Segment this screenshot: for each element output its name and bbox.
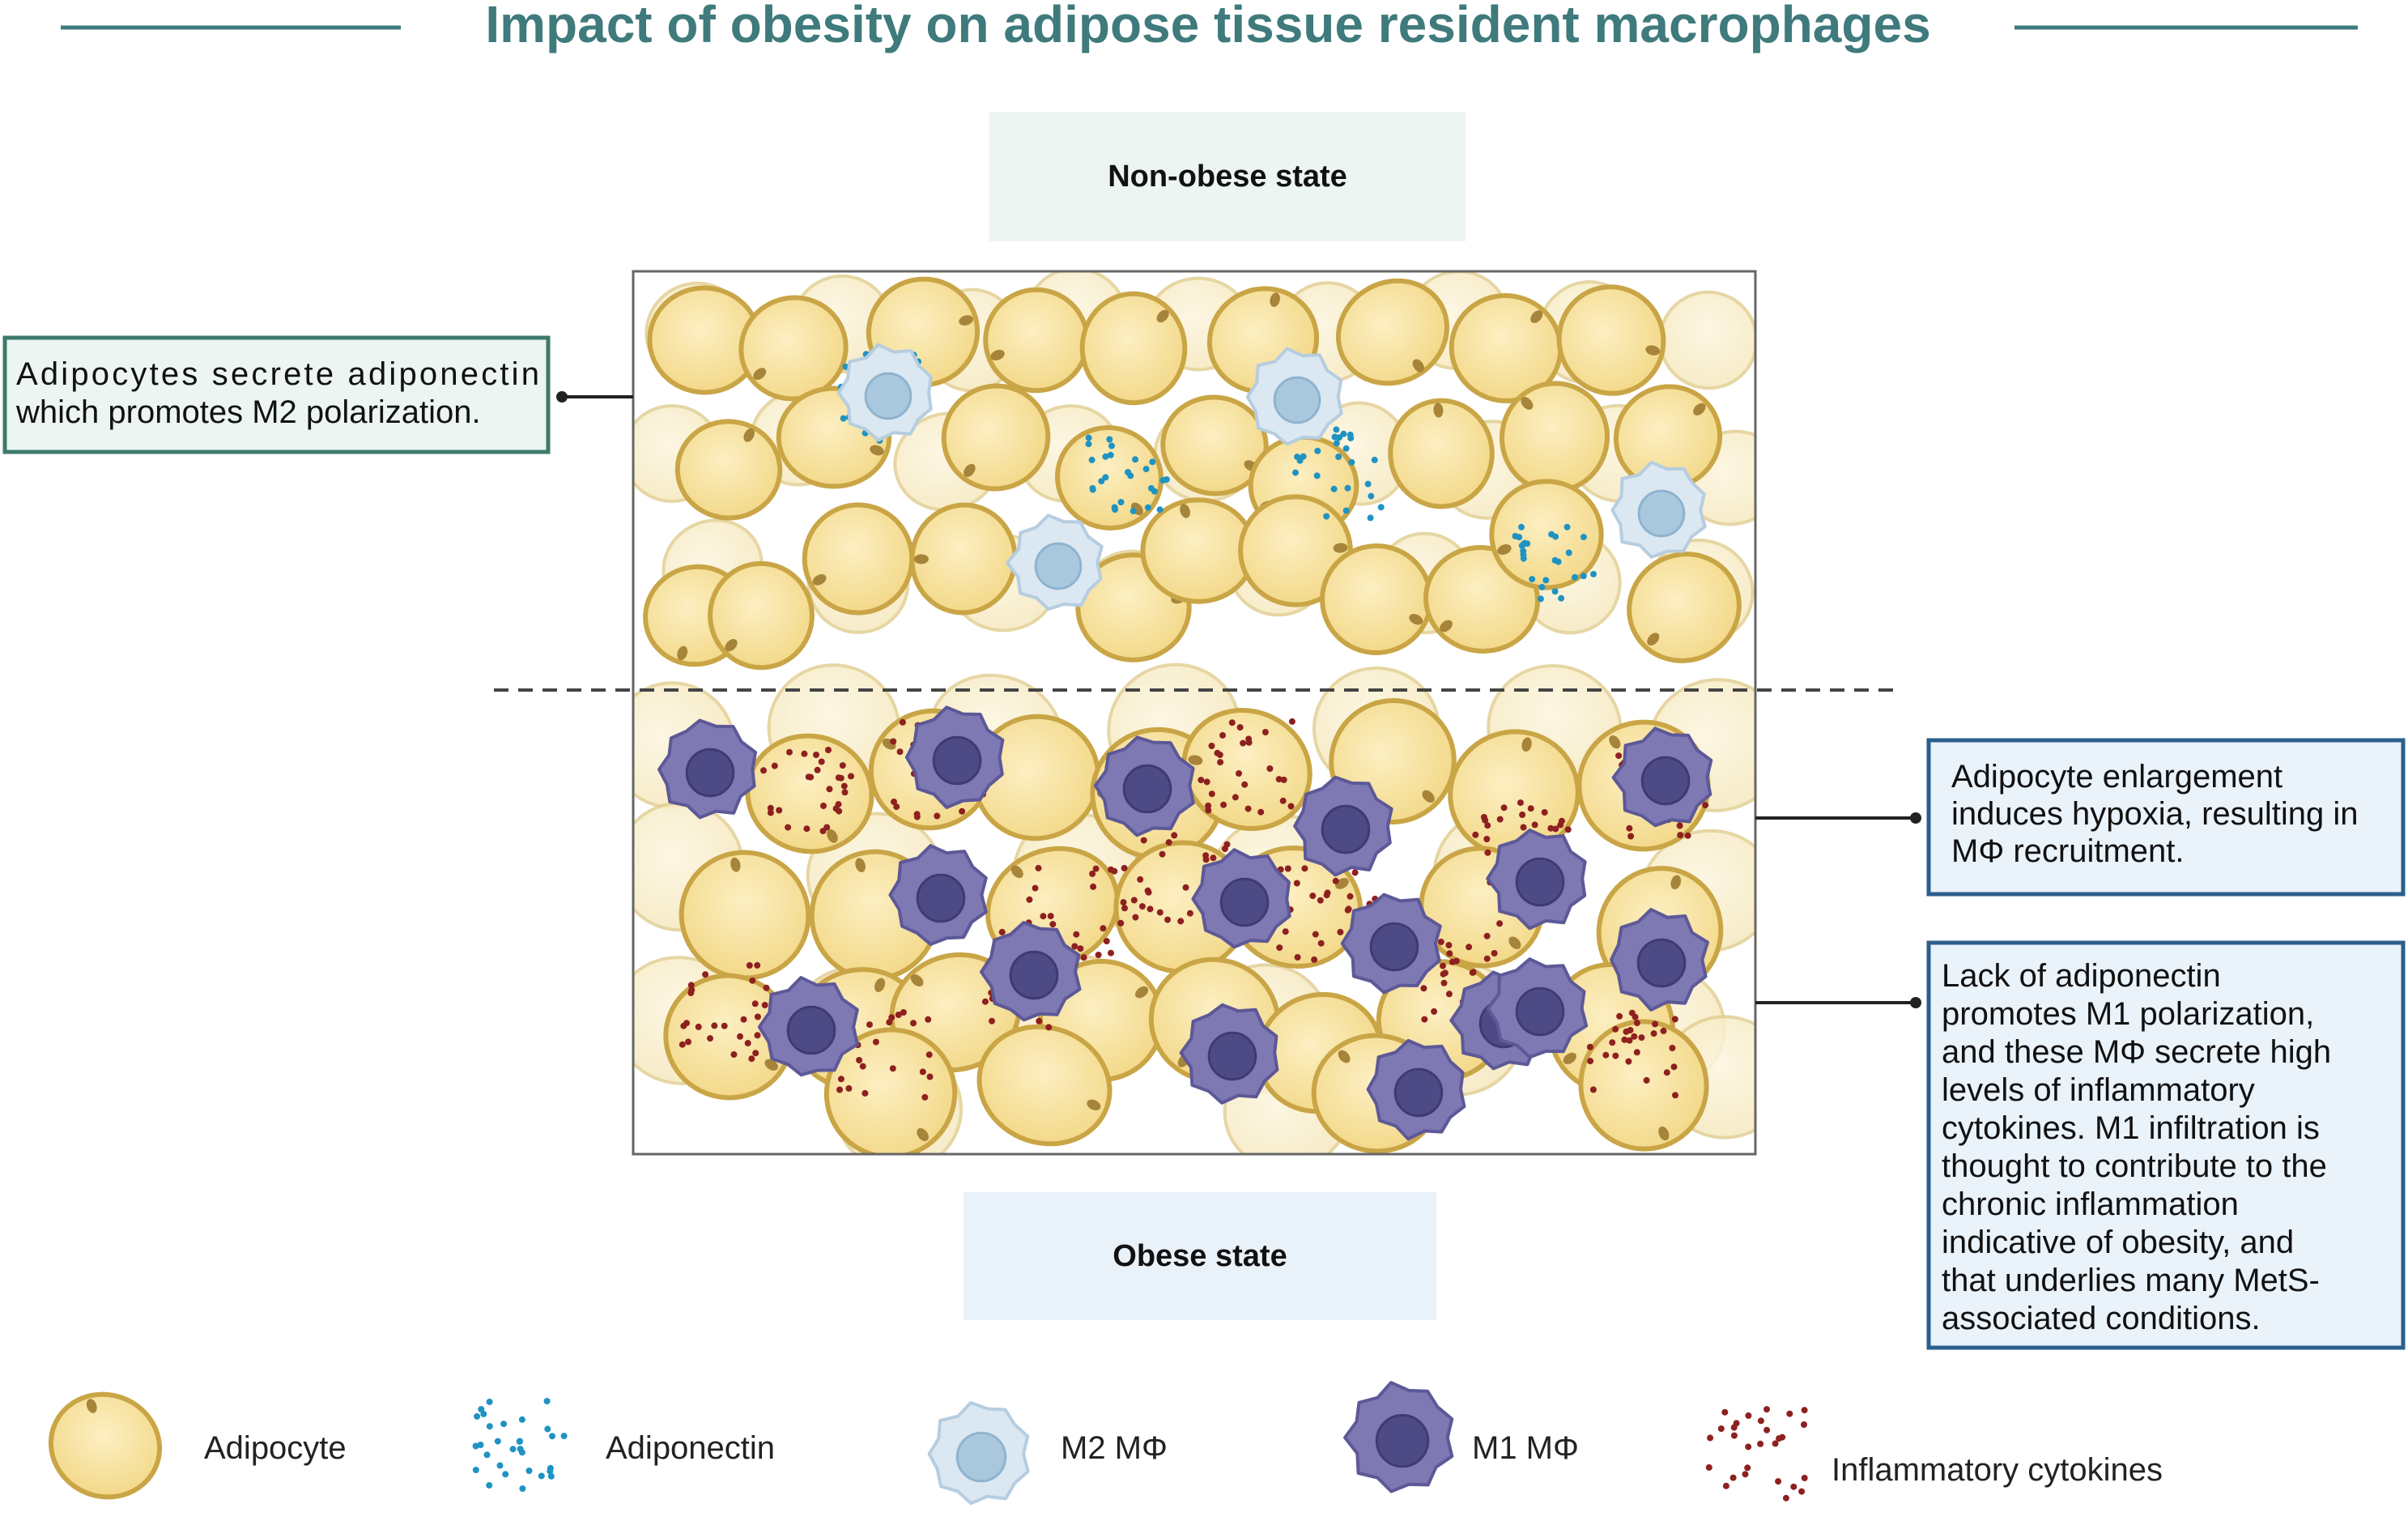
left-callout-line-1: Adipocytes secrete adiponectin <box>16 356 539 392</box>
legend-adiponectin-label: Adiponectin <box>606 1430 775 1466</box>
m1-macrophage <box>1486 829 1587 931</box>
adipocyte-cell <box>1449 292 1563 404</box>
legend-m1-icon <box>1343 1381 1454 1493</box>
legend-m1-label: M1 MΦ <box>1472 1430 1579 1466</box>
m2-macrophage <box>927 1400 1030 1506</box>
adipocyte-cell <box>674 419 783 521</box>
legend-adipocyte-icon <box>48 1391 163 1500</box>
tissue-panel <box>632 270 1757 1156</box>
adipocyte-cell <box>1079 291 1188 406</box>
cytokine-cluster <box>1198 718 1295 816</box>
right-bottom-line-2: promotes M1 polarization, <box>1942 996 2314 1032</box>
adipocyte-cell <box>48 1391 163 1500</box>
adipocyte-cell <box>976 1024 1113 1147</box>
non-obese-label: Non-obese state <box>1108 160 1347 194</box>
legend-adiponectin-icon <box>472 1398 568 1492</box>
cytokine-cluster <box>1586 1009 1678 1099</box>
m1-macrophage <box>1343 1381 1454 1493</box>
right-bottom-line-3: and these MΦ secrete high <box>1942 1034 2331 1070</box>
adipocyte-cell <box>679 850 811 981</box>
left-callout-dot <box>556 391 568 403</box>
right-bottom-line-9: that underlies many MetS- <box>1942 1263 2320 1298</box>
m2-macrophage <box>836 343 933 442</box>
legend-cytokines-icon <box>1705 1406 1808 1502</box>
adiponectin-cluster <box>1512 523 1597 603</box>
adipocyte-cell <box>1658 290 1755 390</box>
m1-macrophage <box>657 718 757 820</box>
cytokine-cluster <box>760 747 854 835</box>
right-top-dot <box>1910 812 1921 824</box>
adipocyte-cell <box>1489 479 1604 590</box>
adipocyte-cell <box>1627 552 1742 663</box>
m1-macrophage <box>888 844 988 946</box>
legend-adiponectin-dots <box>472 1398 568 1492</box>
m1-macrophage <box>1486 957 1589 1059</box>
obese-label: Obese state <box>1113 1239 1287 1273</box>
legend-cytokine-dots <box>1705 1406 1808 1502</box>
page-title: Impact of obesity on adipose tissue resi… <box>485 0 1930 53</box>
adipocyte-cell <box>1556 284 1666 396</box>
adipocyte-cell <box>802 502 915 616</box>
obese-label-box <box>964 1192 1436 1320</box>
adipocyte-cell <box>1054 425 1164 530</box>
m1-macrophage <box>980 921 1082 1022</box>
m1-macrophage <box>1191 848 1291 949</box>
legend-adipocyte-label: Adipocyte <box>204 1430 347 1466</box>
m1-macrophage <box>1610 908 1709 1012</box>
left-callout-box <box>2 335 551 454</box>
right-top-callout-line-1: Adipocyte enlargement <box>1951 759 2282 795</box>
adiponectin-cluster <box>1085 434 1170 515</box>
right-bottom-dot <box>1910 997 1921 1008</box>
adipocyte-cell <box>1388 398 1495 509</box>
adipocyte-cell <box>941 383 1051 492</box>
adipocyte-cell <box>1578 1019 1709 1152</box>
right-bottom-line-6: thought to contribute to the <box>1942 1148 2327 1184</box>
m1-macrophage <box>1093 735 1195 837</box>
m2-macrophage <box>1006 513 1104 611</box>
right-bottom-line-1: Lack of adiponectin <box>1942 958 2221 994</box>
right-bottom-line-5: cytokines. M1 infiltration is <box>1942 1110 2320 1146</box>
non-obese-label-box <box>989 112 1466 241</box>
m1-macrophage <box>1179 1003 1279 1105</box>
m2-macrophage <box>1610 460 1707 559</box>
right-bottom-callout-text: Lack of adiponectin promotes M1 polariza… <box>1942 958 2331 1336</box>
m1-macrophage <box>1611 726 1713 828</box>
right-top-callout-line-2: induces hypoxia, resulting in <box>1951 796 2359 832</box>
adipocyte-cell <box>708 560 815 671</box>
right-top-callout-line-3: MΦ recruitment. <box>1951 833 2185 869</box>
legend-cytokines-label: Inflammatory cytokines <box>1832 1452 2163 1488</box>
legend: Adipocyte Adiponectin M2 MΦ M1 MΦ Inflam… <box>48 1381 2163 1506</box>
m1-macrophage <box>904 705 1005 809</box>
right-bottom-line-7: chronic inflammation <box>1942 1187 2239 1222</box>
m1-macrophage <box>1340 893 1442 995</box>
adipocyte-cell <box>1613 384 1723 491</box>
legend-m2-icon <box>927 1400 1030 1506</box>
adipocyte-cell <box>1335 278 1450 386</box>
right-bottom-line-4: levels of inflammatory <box>1942 1072 2255 1108</box>
m1-macrophage <box>757 976 859 1077</box>
legend-m2-label: M2 MΦ <box>1061 1430 1168 1466</box>
m2-macrophage <box>1245 347 1343 446</box>
m1-macrophage <box>1293 775 1393 877</box>
right-top-callout-box <box>1926 738 2406 897</box>
left-callout-line-2: which promotes M2 polarization. <box>15 394 481 430</box>
right-bottom-callout-box <box>1926 940 2406 1350</box>
adipocyte-cell <box>1140 497 1257 604</box>
m1-macrophage <box>1366 1038 1466 1141</box>
right-bottom-line-8: indicative of obesity, and <box>1942 1225 2294 1260</box>
right-bottom-line-10: associated conditions. <box>1942 1301 2261 1336</box>
